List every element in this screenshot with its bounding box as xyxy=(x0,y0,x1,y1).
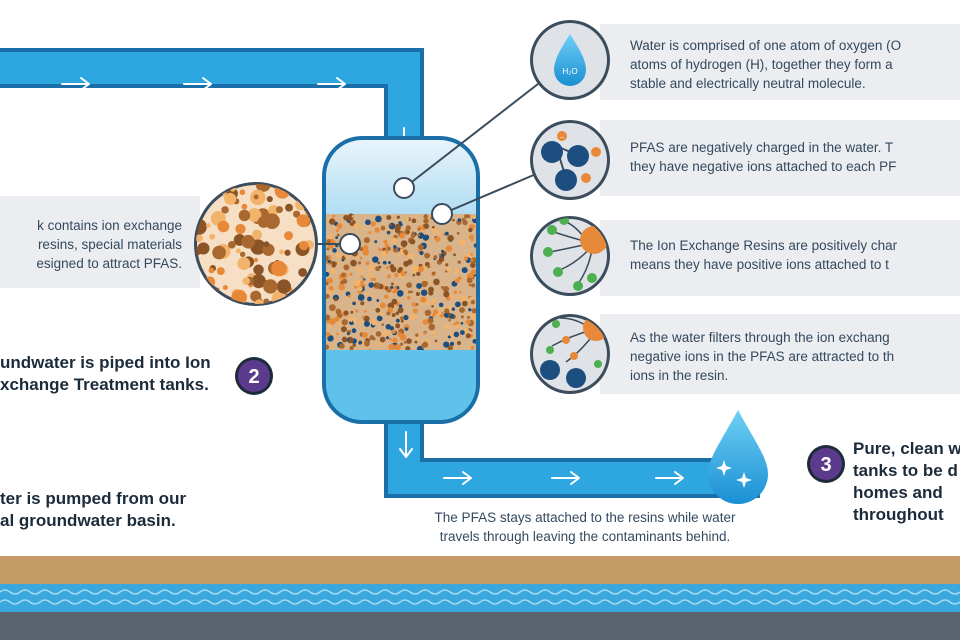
info-panel-water xyxy=(600,24,960,100)
info-panel-pfas xyxy=(600,120,960,196)
arrow-right-icon xyxy=(317,77,346,91)
resin-magnifier xyxy=(194,182,318,306)
inlet-pipe xyxy=(0,48,424,150)
exchange-icon xyxy=(530,314,610,394)
resin-bed xyxy=(326,213,476,420)
step-3-badge: 3 xyxy=(807,445,845,483)
bedrock-layer xyxy=(0,612,960,640)
callout-dot xyxy=(339,233,361,255)
clean-water-drop-icon xyxy=(708,410,768,504)
svg-text:2: 2 xyxy=(248,366,259,388)
svg-text:3: 3 xyxy=(820,454,831,476)
pfas-molecule-icon: – xyxy=(530,120,610,200)
h2o-label: H₂O xyxy=(562,67,577,76)
outlet-pipe xyxy=(384,410,760,498)
arrow-right-icon xyxy=(551,471,580,485)
callout-dot xyxy=(393,177,415,199)
info-pfas-text: PFAS are negatively charged in the water… xyxy=(630,140,897,174)
step-2-text: undwater is piped into Ion xchange Treat… xyxy=(0,353,211,394)
arrow-right-icon xyxy=(183,77,212,91)
info-resin-text: The Ion Exchange Resins are positively c… xyxy=(630,238,898,272)
resin-icon xyxy=(530,216,610,296)
arrow-down-icon xyxy=(399,431,413,458)
sparkle-icon xyxy=(716,460,752,488)
callout-dot xyxy=(431,203,453,225)
arrow-right-icon xyxy=(61,77,90,91)
left-note-panel xyxy=(0,196,200,288)
svg-text:–: – xyxy=(560,134,564,141)
info-panel-resin xyxy=(600,220,960,296)
step-2-badge: 2 xyxy=(235,357,273,395)
arrow-right-icon xyxy=(443,471,472,485)
bottom-caption: The PFAS stays attached to the resins wh… xyxy=(434,510,736,544)
step-3-text: Pure, clean w tanks to be d homes and th… xyxy=(853,439,960,524)
ground-sand-layer xyxy=(0,556,960,584)
step-1-text: ter is pumped from our al groundwater ba… xyxy=(0,489,187,530)
arrow-right-icon xyxy=(655,471,684,485)
info-water-text: Water is comprised of one atom of oxygen… xyxy=(630,38,902,91)
info-exchange-text: As the water filters through the ion exc… xyxy=(630,330,895,383)
info-panel-exchange xyxy=(600,314,960,394)
left-note-text: k contains ion exchange resins, special … xyxy=(36,218,182,271)
groundwater-layer xyxy=(0,584,960,612)
water-drop-icon: H₂O xyxy=(530,20,610,100)
